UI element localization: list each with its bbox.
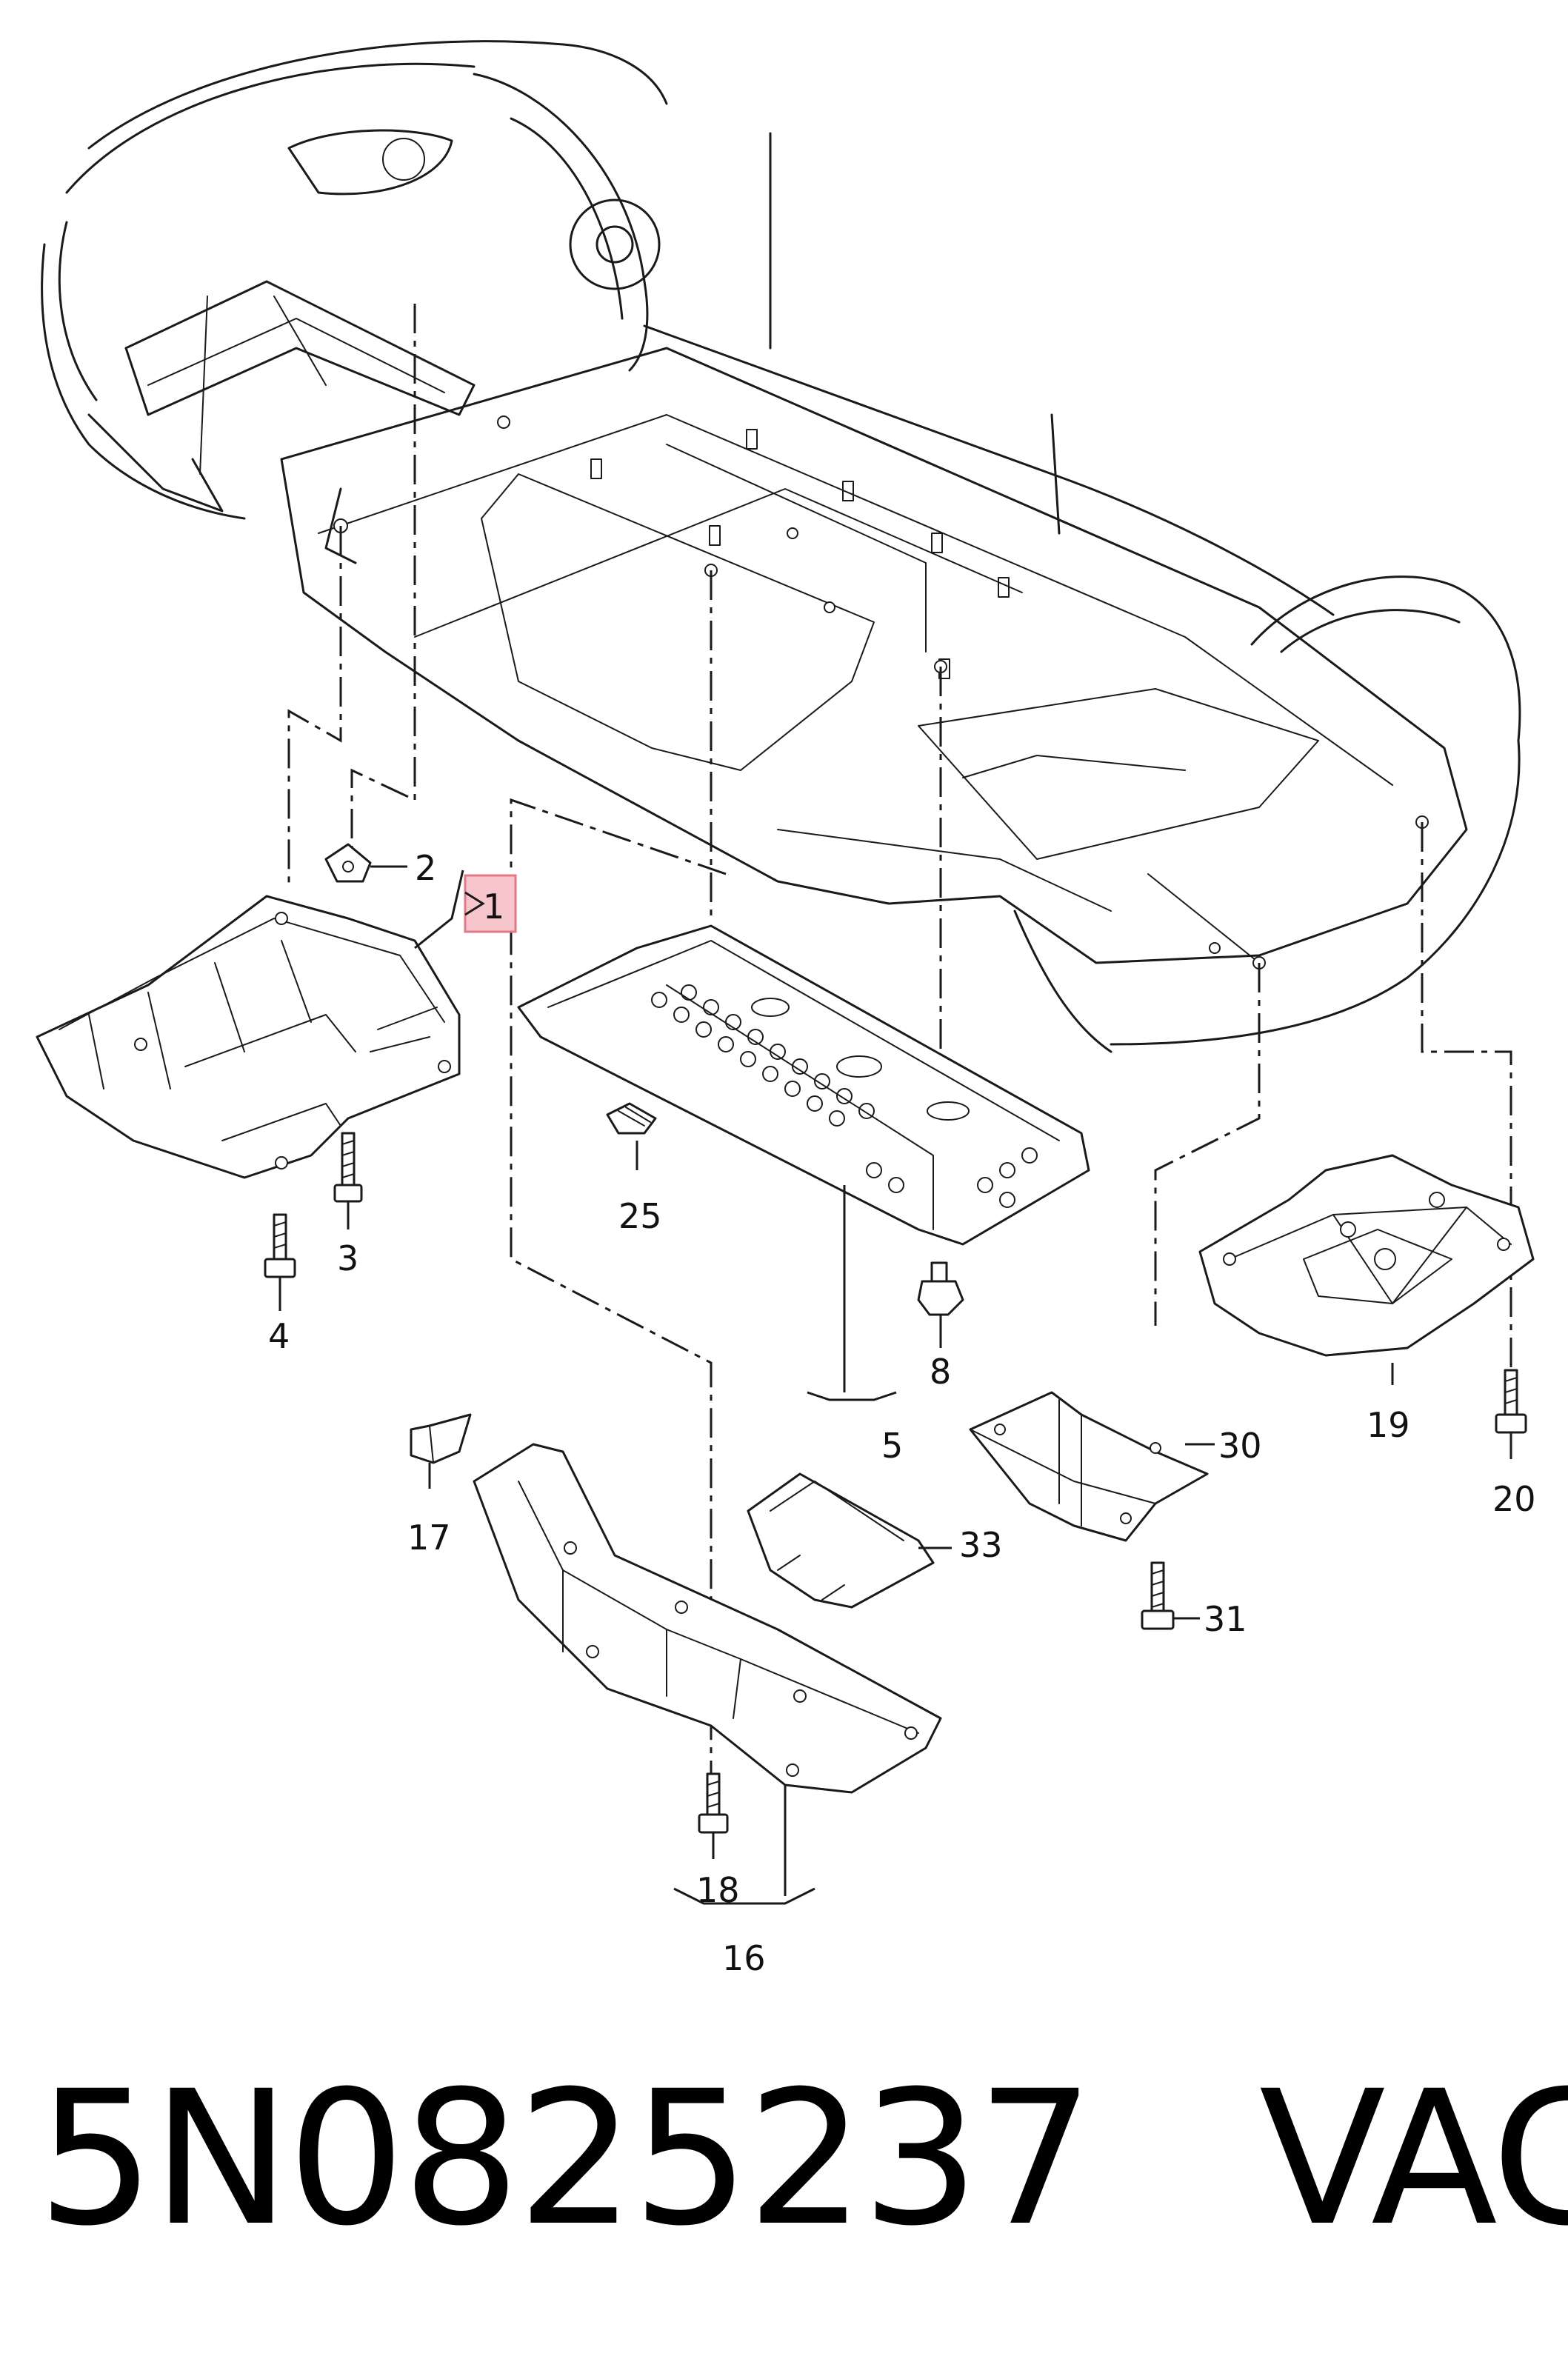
callout-19[interactable]: 19 [1367, 1405, 1410, 1445]
part-31-screw[interactable] [1141, 1561, 1175, 1630]
part-16-heat-shield[interactable] [473, 1443, 942, 1794]
callout-33[interactable]: 33 [959, 1525, 1003, 1565]
callout-8[interactable]: 8 [930, 1352, 951, 1392]
part-18-screw[interactable] [698, 1772, 729, 1834]
part-17-bracket[interactable] [410, 1413, 472, 1464]
callout-5[interactable]: 5 [881, 1426, 903, 1466]
brand-name: VAG [1258, 2051, 1568, 2266]
part-5-center-floor-panel[interactable] [517, 924, 1090, 1246]
part-3-screw[interactable] [333, 1132, 363, 1203]
callout-17[interactable]: 17 [407, 1518, 451, 1558]
caption-spacer [1091, 2051, 1258, 2266]
panel-5-perforations [651, 984, 1038, 1208]
callout-3[interactable]: 3 [337, 1238, 358, 1278]
part-1-engine-undertray[interactable] [36, 895, 461, 1179]
callout-2[interactable]: 2 [415, 848, 436, 888]
callout-31[interactable]: 31 [1204, 1599, 1247, 1639]
callout-16[interactable]: 16 [722, 1938, 766, 1978]
part-number-caption: 5N0825237 VAG [37, 2066, 1568, 2252]
car-underbody-outline [41, 40, 1521, 1053]
callout-25[interactable]: 25 [618, 1196, 662, 1236]
part-number: 5N0825237 [37, 2051, 1094, 2266]
part-19-rear-undertray[interactable] [1198, 1154, 1535, 1357]
callout-1-highlight-box [464, 874, 517, 933]
part-4-screw[interactable] [264, 1213, 296, 1311]
callout-20[interactable]: 20 [1492, 1479, 1536, 1519]
leader-lines [347, 865, 1512, 1905]
callout-30[interactable]: 30 [1218, 1426, 1262, 1466]
part-30-bracket-plate[interactable] [969, 1391, 1209, 1542]
part-2-clip[interactable] [324, 843, 372, 883]
callout-labels: 1 2 3 4 5 8 16 17 18 19 20 25 30 31 33 [268, 848, 1536, 1978]
callout-18[interactable]: 18 [696, 1870, 740, 1910]
part-25-clip[interactable] [606, 1102, 657, 1135]
part-8-nut[interactable] [917, 1261, 964, 1316]
callout-1[interactable]: 1 [483, 887, 504, 927]
part-20-screw[interactable] [1495, 1369, 1527, 1434]
callout-4[interactable]: 4 [268, 1316, 290, 1356]
part-33-shield[interactable] [747, 1472, 935, 1609]
